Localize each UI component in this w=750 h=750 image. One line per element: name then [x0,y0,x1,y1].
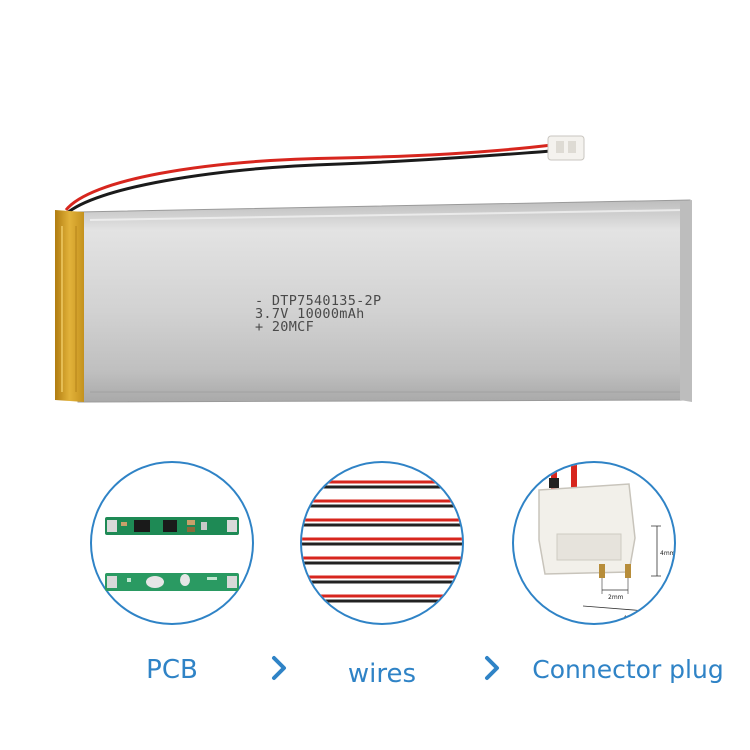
connector-circle: 4mm 2mm 4.5mm [511,460,677,626]
battery-connector [547,135,585,161]
feature-label-pcb: PCB [146,655,198,685]
chevron-right-icon [484,655,500,681]
battery-lead-wires [64,143,553,216]
battery-photo: - DTP7540135-2P 3.7V 10000mAh + 20MCF [55,135,692,403]
pcb-top-board [105,517,239,535]
wires-circle [299,460,465,626]
feature-label-wires: wires [347,659,417,689]
kapton-tape [55,210,84,402]
connector-height-dim: 4mm [660,550,676,557]
feature-label-connector-plug: Connector plug [532,655,724,684]
connector-plug-photo: 4mm 2mm 4.5mm [538,463,676,622]
battery-cell [77,199,692,403]
battery-print-line-3: + 20MCF [255,319,314,335]
pcb-bottom-board [105,573,239,591]
pcb-circle [89,460,255,626]
connector-pitch-dim: 2mm [608,594,624,601]
connector-width-dim: 4.5mm [623,615,644,622]
battery-print-line-1: - DTP7540135-2P [255,293,381,309]
battery-printed-label: - DTP7540135-2P 3.7V 10000mAh + 20MCF [255,293,381,335]
battery-print-line-2: 3.7V 10000mAh [255,306,365,322]
chevron-right-icon [271,655,287,681]
battery-illustration: - DTP7540135-2P 3.7V 10000mAh + 20MCF [55,135,692,403]
